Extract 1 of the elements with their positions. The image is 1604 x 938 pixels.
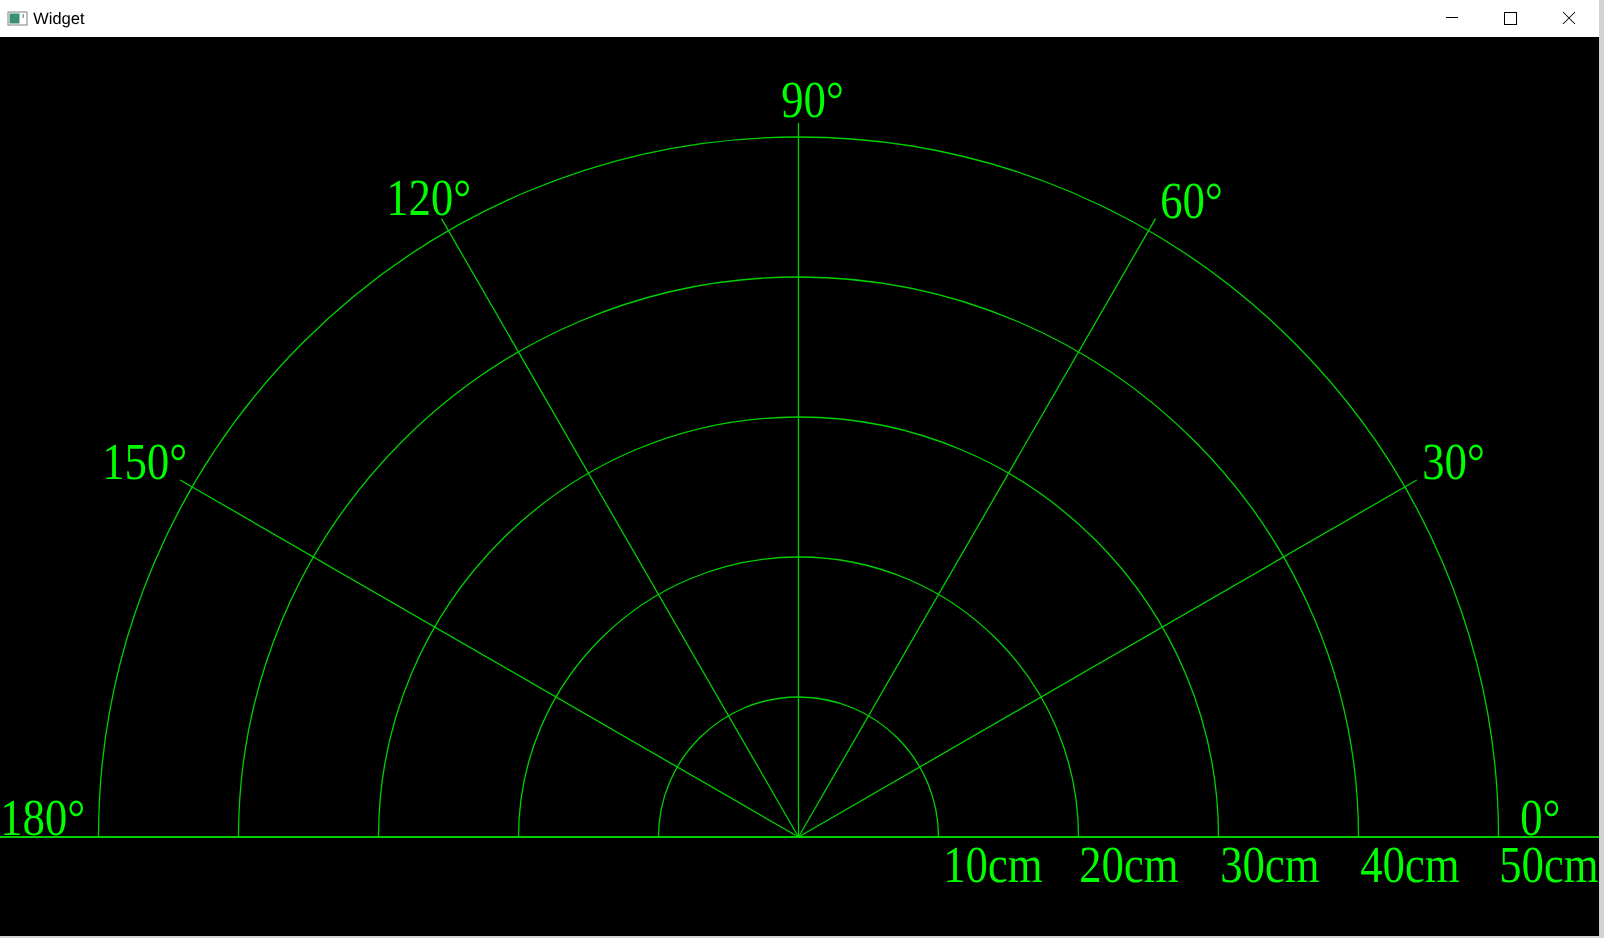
- window-title: Widget: [33, 12, 85, 28]
